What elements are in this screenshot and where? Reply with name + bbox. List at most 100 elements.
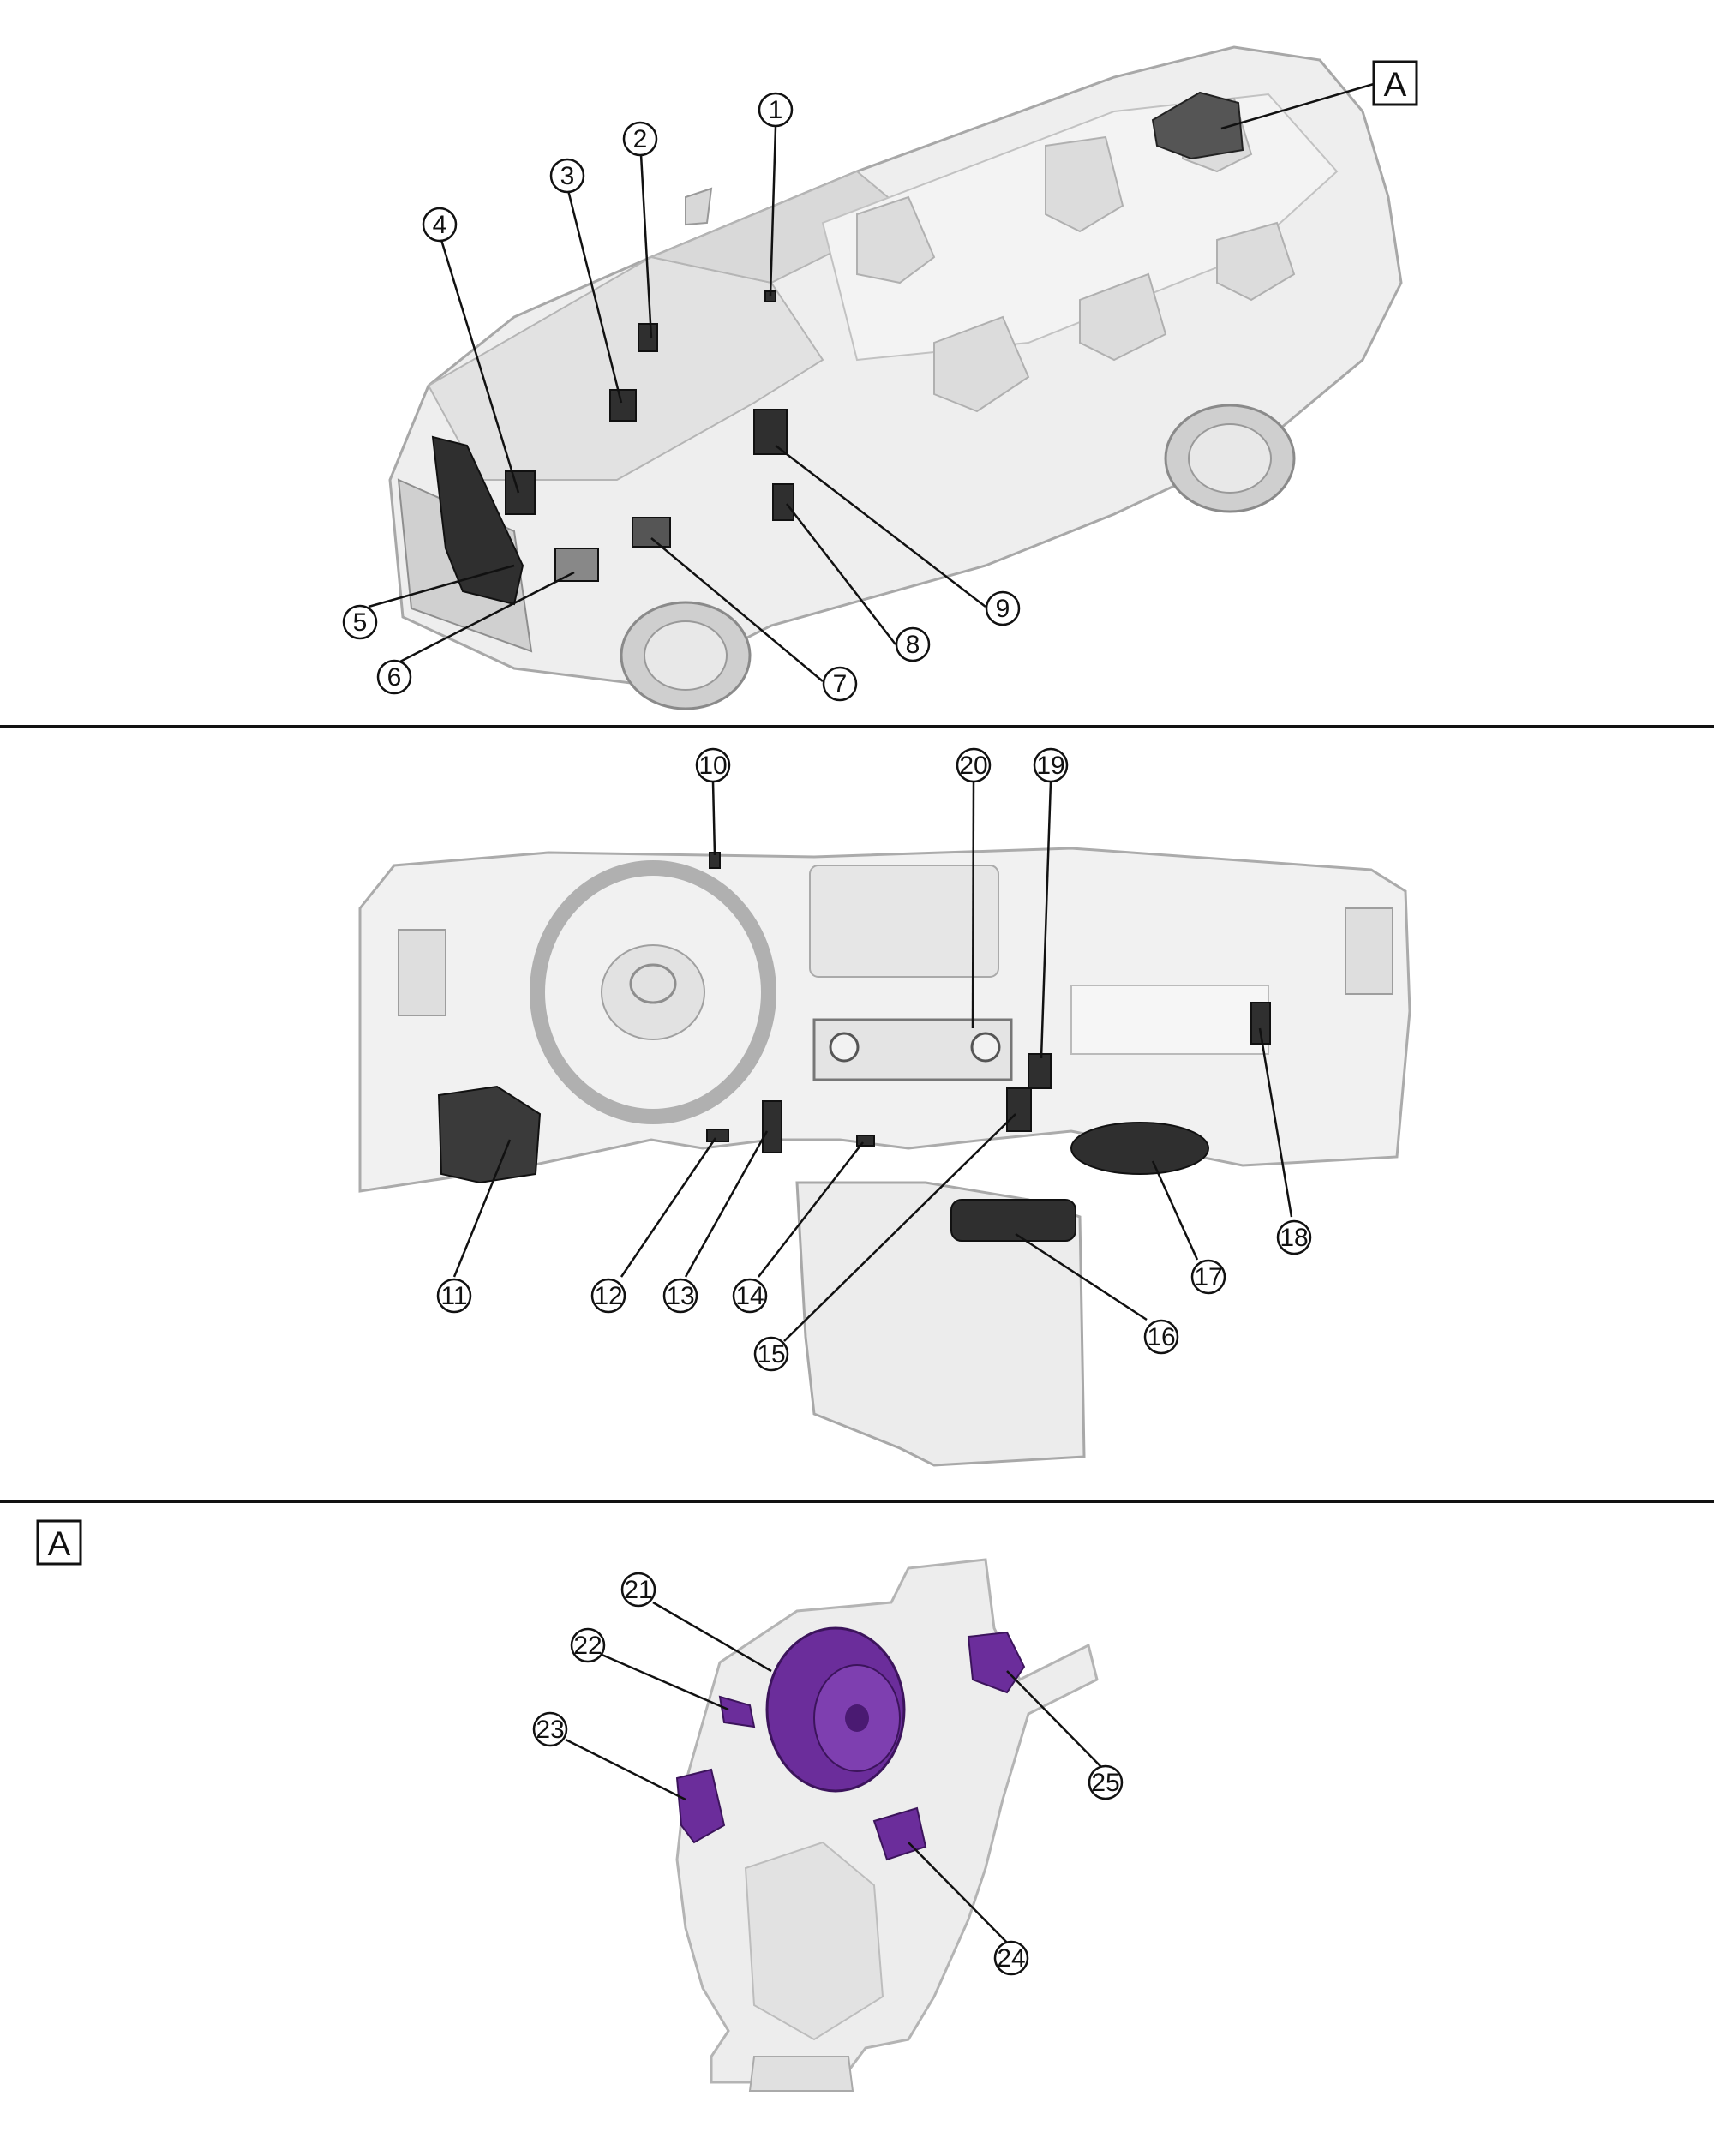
- view-a-box: [36, 1519, 82, 1566]
- callout-2: 2: [622, 121, 658, 157]
- callout-circle: [436, 1278, 472, 1314]
- callout-10: 10: [695, 747, 731, 783]
- component-4: [505, 470, 536, 515]
- callout-circle: [895, 626, 931, 662]
- callout-circle: [732, 1278, 768, 1314]
- callout-circle: [532, 1711, 568, 1747]
- callout-13: 13: [662, 1278, 698, 1314]
- component-23: [675, 1768, 726, 1844]
- callout-6: 6: [376, 659, 412, 695]
- view-a-label: A: [48, 1525, 71, 1563]
- vehicle-panel: [368, 45, 1403, 710]
- component-box-a: [1151, 91, 1244, 160]
- callout-8: 8: [895, 626, 931, 662]
- steering-wheel: [530, 860, 776, 1124]
- callout-1: 1: [758, 92, 794, 128]
- component-6: [554, 548, 599, 582]
- callout-4: 4: [422, 207, 458, 243]
- callout-7: 7: [822, 666, 858, 702]
- component-11: [437, 1085, 542, 1184]
- callout-9: 9: [985, 590, 1021, 626]
- callout-11: 11: [436, 1278, 472, 1314]
- callout-circle: [956, 747, 992, 783]
- component-16: [950, 1199, 1076, 1242]
- callout-14: 14: [732, 1278, 768, 1314]
- component-22: [718, 1695, 756, 1728]
- callout-circle: [1088, 1764, 1124, 1800]
- callout-number: 19: [1036, 752, 1064, 780]
- callout-circle: [620, 1572, 656, 1608]
- callout-circle: [753, 1336, 789, 1372]
- component-8: [772, 483, 794, 521]
- component-17: [1070, 1122, 1209, 1175]
- component-13: [762, 1100, 782, 1153]
- center-display: [809, 865, 999, 978]
- callout-number: 18: [1280, 1224, 1308, 1252]
- component-14: [856, 1135, 875, 1147]
- component-12: [706, 1129, 729, 1142]
- component-3: [609, 389, 637, 422]
- callout-circle: [1276, 1219, 1312, 1255]
- dashboard-panel: [358, 781, 1411, 1467]
- callout-number: 20: [959, 752, 987, 780]
- callout-number: 2: [633, 125, 648, 153]
- rear-wheel: [1164, 404, 1296, 513]
- callout-number: 8: [906, 631, 920, 659]
- callout-circle: [993, 1940, 1029, 1976]
- callout-5: 5: [342, 604, 378, 640]
- callout-number: 25: [1091, 1769, 1119, 1797]
- component-2: [638, 323, 658, 352]
- callout-12: 12: [590, 1278, 626, 1314]
- callout-number: 4: [433, 211, 447, 239]
- callout-circle: [1143, 1319, 1179, 1355]
- callout-number: 21: [624, 1576, 652, 1604]
- callout-21: 21: [620, 1572, 656, 1608]
- callout-16: 16: [1143, 1319, 1179, 1355]
- callout-number: 3: [560, 162, 575, 190]
- callout-circle: [376, 659, 412, 695]
- callout-number: 7: [833, 670, 848, 698]
- component-9: [753, 409, 788, 455]
- callout-number: 17: [1194, 1263, 1222, 1291]
- callout-circle: [695, 747, 731, 783]
- callout-23: 23: [532, 1711, 568, 1747]
- callout-20: 20: [956, 747, 992, 783]
- callout-number: 14: [735, 1282, 764, 1310]
- callout-number: 1: [769, 96, 783, 124]
- callout-number: 10: [698, 752, 727, 780]
- callout-circle: [590, 1278, 626, 1314]
- callout-18: 18: [1276, 1219, 1312, 1255]
- svg-text:A: A: [1384, 66, 1407, 104]
- callout-circle: [1033, 747, 1069, 783]
- callout-number: 22: [573, 1632, 602, 1660]
- callout-circle: [662, 1278, 698, 1314]
- callout-circle: [1190, 1259, 1226, 1295]
- hvac-panel: A: [36, 1519, 1102, 2092]
- callout-circle: [570, 1627, 606, 1663]
- callout-17: 17: [1190, 1259, 1226, 1295]
- component-21: [765, 1626, 906, 1793]
- callout-number: 9: [996, 595, 1010, 623]
- callout-22: 22: [570, 1627, 606, 1663]
- callout-number: 24: [997, 1944, 1025, 1973]
- component-7: [632, 517, 671, 548]
- component-20: [812, 1018, 1013, 1081]
- callout-circle: [422, 207, 458, 243]
- callout-number: 16: [1147, 1323, 1175, 1351]
- component-15: [1006, 1087, 1032, 1132]
- front-wheel: [620, 601, 752, 710]
- callout-circle: [822, 666, 858, 702]
- callout-number: 15: [757, 1340, 785, 1368]
- callout-number: 12: [594, 1282, 622, 1310]
- component-18: [1250, 1002, 1271, 1045]
- view-a-reference: A: [1372, 60, 1418, 106]
- center-console: [795, 1181, 1086, 1467]
- callout-number: 5: [353, 608, 368, 637]
- callout-circle: [985, 590, 1021, 626]
- callout-number: 13: [666, 1282, 694, 1310]
- callout-15: 15: [753, 1336, 789, 1372]
- callout-number: 6: [387, 663, 402, 692]
- callout-number: 23: [536, 1716, 564, 1744]
